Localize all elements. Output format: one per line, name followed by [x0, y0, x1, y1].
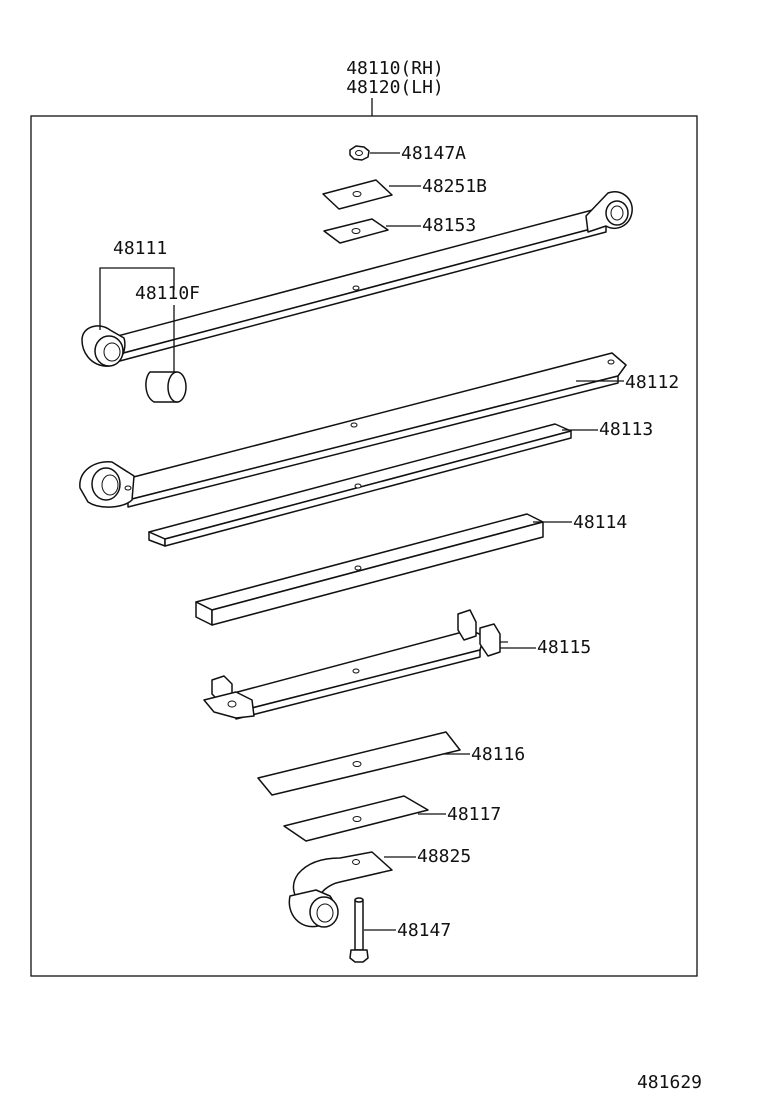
- assembly-label-lh: 48120(LH): [346, 77, 444, 98]
- bushing-48110f[interactable]: [145, 371, 187, 403]
- part-number-48117[interactable]: 48117: [447, 804, 501, 825]
- part-number-48153[interactable]: 48153: [422, 215, 476, 236]
- diagram-id: 481629: [637, 1072, 702, 1093]
- leader-48111: [99, 267, 175, 330]
- leaf-48115[interactable]: [203, 609, 508, 720]
- assembly-frame: [30, 115, 698, 977]
- part-number-48110f[interactable]: 48110F: [135, 283, 200, 304]
- main-leaf-48111[interactable]: [81, 191, 633, 367]
- nut-48147a[interactable]: [349, 145, 370, 161]
- leaf-48113[interactable]: [148, 423, 572, 547]
- bracket-48825[interactable]: [288, 851, 393, 928]
- part-number-48147a[interactable]: 48147A: [401, 143, 466, 164]
- part-number-48112[interactable]: 48112: [625, 372, 679, 393]
- plate-48251b[interactable]: [322, 179, 393, 210]
- plate-48153[interactable]: [323, 218, 389, 244]
- part-number-48147[interactable]: 48147: [397, 920, 451, 941]
- part-number-48115[interactable]: 48115: [537, 637, 591, 658]
- part-number-48111[interactable]: 48111: [113, 238, 167, 259]
- leaf-48112[interactable]: [79, 352, 627, 508]
- leaf-48114[interactable]: [195, 513, 544, 626]
- assembly-label-rh: 48110(RH): [346, 58, 444, 79]
- plate-48116[interactable]: [257, 731, 461, 796]
- part-number-48116[interactable]: 48116: [471, 744, 525, 765]
- bolt-48147[interactable]: [349, 897, 369, 963]
- part-number-48825[interactable]: 48825: [417, 846, 471, 867]
- part-number-48251b[interactable]: 48251B: [422, 176, 487, 197]
- plate-48117[interactable]: [283, 795, 429, 842]
- part-number-48113[interactable]: 48113: [599, 419, 653, 440]
- part-number-48114[interactable]: 48114: [573, 512, 627, 533]
